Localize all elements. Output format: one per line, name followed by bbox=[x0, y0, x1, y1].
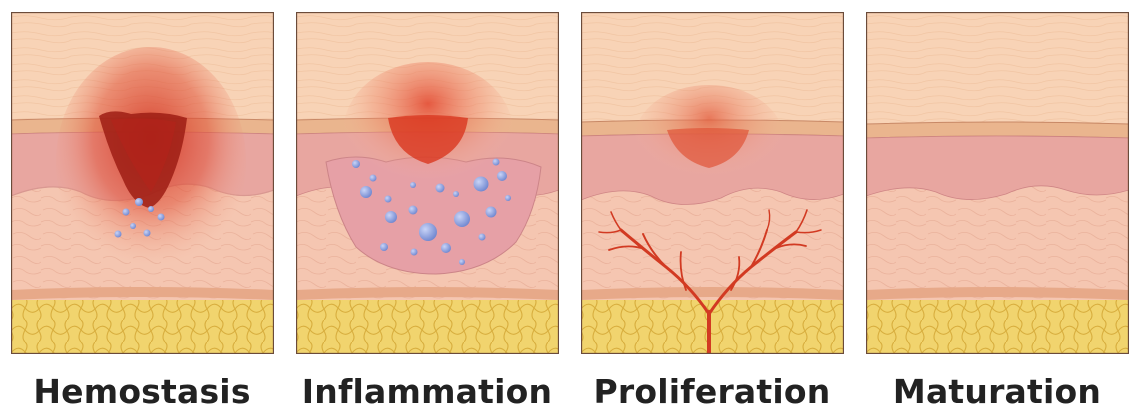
inflammatory-cell-icon bbox=[486, 207, 497, 218]
platelet-icon bbox=[148, 206, 154, 212]
proliferation-skin-diagram bbox=[581, 12, 844, 354]
inflammatory-cell-icon bbox=[385, 196, 392, 203]
inflammatory-cell-icon bbox=[411, 249, 418, 256]
inflammatory-cell-icon bbox=[453, 191, 459, 197]
inflammatory-cell-icon bbox=[385, 211, 397, 223]
inflammatory-cell-icon bbox=[436, 184, 445, 193]
inflammatory-cell-icon bbox=[459, 259, 465, 265]
stage-label-maturation: Maturation bbox=[847, 372, 1135, 411]
platelet-icon bbox=[135, 198, 143, 206]
platelet-icon bbox=[123, 209, 130, 216]
stage-label-hemostasis: Hemostasis bbox=[0, 372, 292, 411]
platelet-icon bbox=[158, 214, 165, 221]
stage-label-inflammation: Inflammation bbox=[277, 372, 577, 411]
inflammatory-cell-icon bbox=[454, 211, 470, 227]
stage-label-proliferation: Proliferation bbox=[562, 372, 862, 411]
inflammatory-cell-icon bbox=[441, 243, 451, 253]
inflammatory-cell-icon bbox=[493, 159, 500, 166]
maturation-skin-diagram bbox=[866, 12, 1129, 354]
inflammatory-cell-icon bbox=[409, 206, 418, 215]
inflammatory-cell-icon bbox=[360, 186, 372, 198]
maturation-panel bbox=[866, 12, 1129, 354]
platelet-icon bbox=[144, 230, 151, 237]
inflammatory-cell-icon bbox=[497, 171, 507, 181]
inflammatory-cell-icon bbox=[410, 182, 416, 188]
inflammatory-cell-icon bbox=[474, 177, 489, 192]
inflammatory-cell-icon bbox=[352, 160, 360, 168]
inflammatory-cell-icon bbox=[479, 234, 486, 241]
inflammation-panel bbox=[296, 12, 559, 354]
inflammatory-cell-icon bbox=[380, 243, 388, 251]
proliferation-panel bbox=[581, 12, 844, 354]
inflammation-skin-diagram bbox=[296, 12, 559, 354]
inflammatory-cell-icon bbox=[505, 195, 511, 201]
inflammatory-cell-icon bbox=[370, 175, 377, 182]
inflammatory-cell-icon bbox=[419, 223, 437, 241]
hemostasis-panel bbox=[11, 12, 274, 354]
platelet-icon bbox=[130, 223, 136, 229]
platelet-icon bbox=[115, 231, 122, 238]
hemostasis-skin-diagram bbox=[11, 12, 274, 354]
